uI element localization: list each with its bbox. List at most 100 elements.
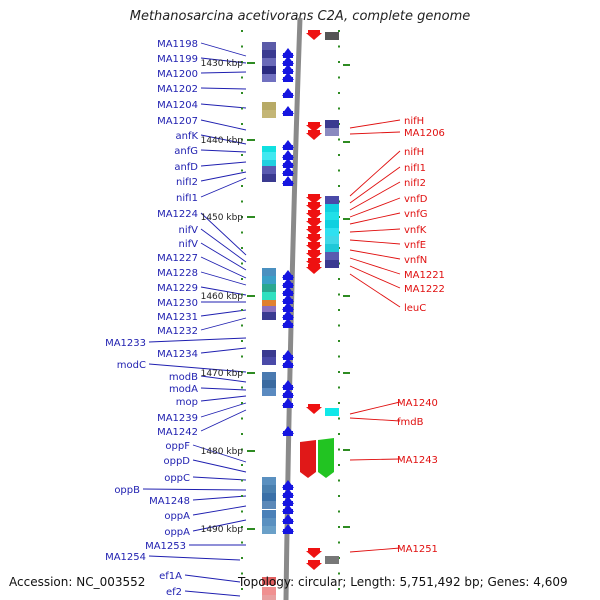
reverse-gene-arrow bbox=[306, 213, 322, 220]
expression-block bbox=[262, 518, 276, 526]
right-gene-label: MA1221 bbox=[404, 270, 445, 281]
left-gene-label: ef2 bbox=[166, 587, 182, 598]
right-connector-line bbox=[349, 131, 401, 135]
tick-dot bbox=[241, 526, 243, 528]
forward-gene-arrow bbox=[283, 509, 293, 514]
tick-dot bbox=[338, 76, 340, 79]
left-connector-line bbox=[200, 409, 247, 432]
ruler-tick bbox=[247, 450, 255, 452]
left-connector-line bbox=[184, 590, 241, 597]
expression-block bbox=[325, 228, 339, 236]
right-connector-line bbox=[349, 212, 401, 225]
tick-dot bbox=[241, 541, 243, 544]
tick-dot bbox=[241, 216, 243, 218]
expression-block bbox=[262, 276, 276, 284]
reverse-gene-arrow bbox=[306, 563, 322, 570]
expression-block bbox=[262, 493, 276, 501]
reverse-gene-arrow bbox=[308, 548, 320, 552]
reverse-gene-arrow bbox=[308, 250, 320, 254]
left-gene-label: MA1253 bbox=[145, 541, 186, 552]
expression-block bbox=[262, 501, 276, 509]
left-connector-line bbox=[200, 317, 247, 331]
reverse-gene-arrow bbox=[308, 264, 320, 268]
right-gene-label: MA1243 bbox=[397, 455, 438, 466]
right-connector-line bbox=[349, 257, 401, 275]
forward-gene-arrow bbox=[283, 283, 293, 288]
left-gene-label: MA1198 bbox=[157, 39, 198, 50]
tick-dot bbox=[338, 185, 340, 187]
tick-dot bbox=[241, 355, 243, 358]
left-connector-line bbox=[200, 87, 247, 90]
tick-dot bbox=[338, 293, 340, 296]
right-gene-label: vnfE bbox=[404, 240, 426, 251]
right-connector-line bbox=[349, 150, 401, 197]
right-gene-label: fmdB bbox=[397, 417, 424, 428]
left-connector-line bbox=[200, 177, 247, 198]
forward-gene-arrow bbox=[283, 181, 293, 186]
left-connector-line bbox=[200, 375, 247, 383]
left-gene-label: oppD bbox=[163, 456, 190, 467]
left-gene-label: MA1224 bbox=[157, 209, 198, 220]
tick-dot bbox=[338, 92, 340, 94]
ruler-label: 1430 kbp bbox=[201, 59, 244, 69]
tick-dot bbox=[241, 154, 243, 156]
connector-lines bbox=[142, 42, 401, 597]
left-connector-line bbox=[200, 309, 247, 317]
right-connector-line bbox=[349, 181, 401, 211]
left-gene-label: MA1234 bbox=[157, 349, 198, 360]
left-gene-label: MA1199 bbox=[157, 54, 198, 65]
tick-dot bbox=[241, 557, 243, 559]
reverse-gene-arrow bbox=[308, 122, 320, 126]
tick-dot bbox=[338, 479, 340, 482]
left-connector-line bbox=[192, 444, 247, 463]
tick-dot bbox=[241, 30, 243, 32]
expression-block bbox=[262, 152, 276, 160]
left-gene-label: oppF bbox=[165, 441, 190, 452]
expression-block bbox=[262, 50, 276, 58]
ruler-tick bbox=[247, 216, 255, 218]
right-connector-line bbox=[349, 417, 401, 422]
expression-block bbox=[325, 204, 339, 212]
reverse-gene-arrow bbox=[308, 226, 320, 230]
tick-dot bbox=[338, 572, 340, 575]
expression-block bbox=[262, 268, 276, 276]
left-gene-label: modC bbox=[117, 360, 146, 371]
left-connector-line bbox=[200, 42, 247, 57]
tick-dot bbox=[241, 92, 243, 94]
left-connector-line bbox=[192, 495, 247, 501]
forward-gene-arrow bbox=[283, 485, 293, 490]
ruler-label: 1470 kbp bbox=[201, 369, 244, 379]
expression-block bbox=[262, 284, 276, 292]
reverse-gene-arrow bbox=[308, 218, 320, 222]
tick-dot bbox=[241, 340, 243, 342]
left-connector-line bbox=[200, 286, 247, 296]
tick-dot bbox=[338, 61, 340, 63]
expression-block bbox=[262, 58, 276, 66]
right-gene-label: vnfD bbox=[404, 194, 428, 205]
right-connector-line bbox=[349, 265, 401, 289]
reverse-gene-arrow bbox=[308, 258, 320, 262]
reverse-gene-arrow bbox=[306, 253, 322, 260]
expression-block bbox=[325, 32, 339, 40]
ruler-tick bbox=[247, 62, 255, 64]
tick-mark bbox=[343, 218, 350, 220]
tick-dot bbox=[241, 417, 243, 420]
forward-gene-arrow bbox=[283, 77, 293, 82]
forward-gene-arrow bbox=[283, 69, 293, 74]
tick-dot bbox=[241, 402, 243, 404]
forward-gene-arrow bbox=[283, 93, 293, 98]
forward-gene-arrow bbox=[283, 323, 293, 328]
left-gene-label: MA1200 bbox=[157, 69, 198, 80]
tick-dot bbox=[241, 433, 243, 435]
large-gene-red bbox=[300, 440, 316, 478]
tick-dot bbox=[338, 30, 340, 32]
reverse-gene-arrow bbox=[308, 202, 320, 206]
reverse-gene-arrow bbox=[308, 404, 320, 408]
left-connector-line bbox=[192, 476, 247, 481]
left-gene-label: oppA bbox=[164, 511, 190, 522]
left-connector-line bbox=[200, 171, 247, 182]
expression-block bbox=[262, 510, 276, 518]
right-connector-line bbox=[349, 228, 401, 233]
tick-dot bbox=[338, 417, 340, 420]
